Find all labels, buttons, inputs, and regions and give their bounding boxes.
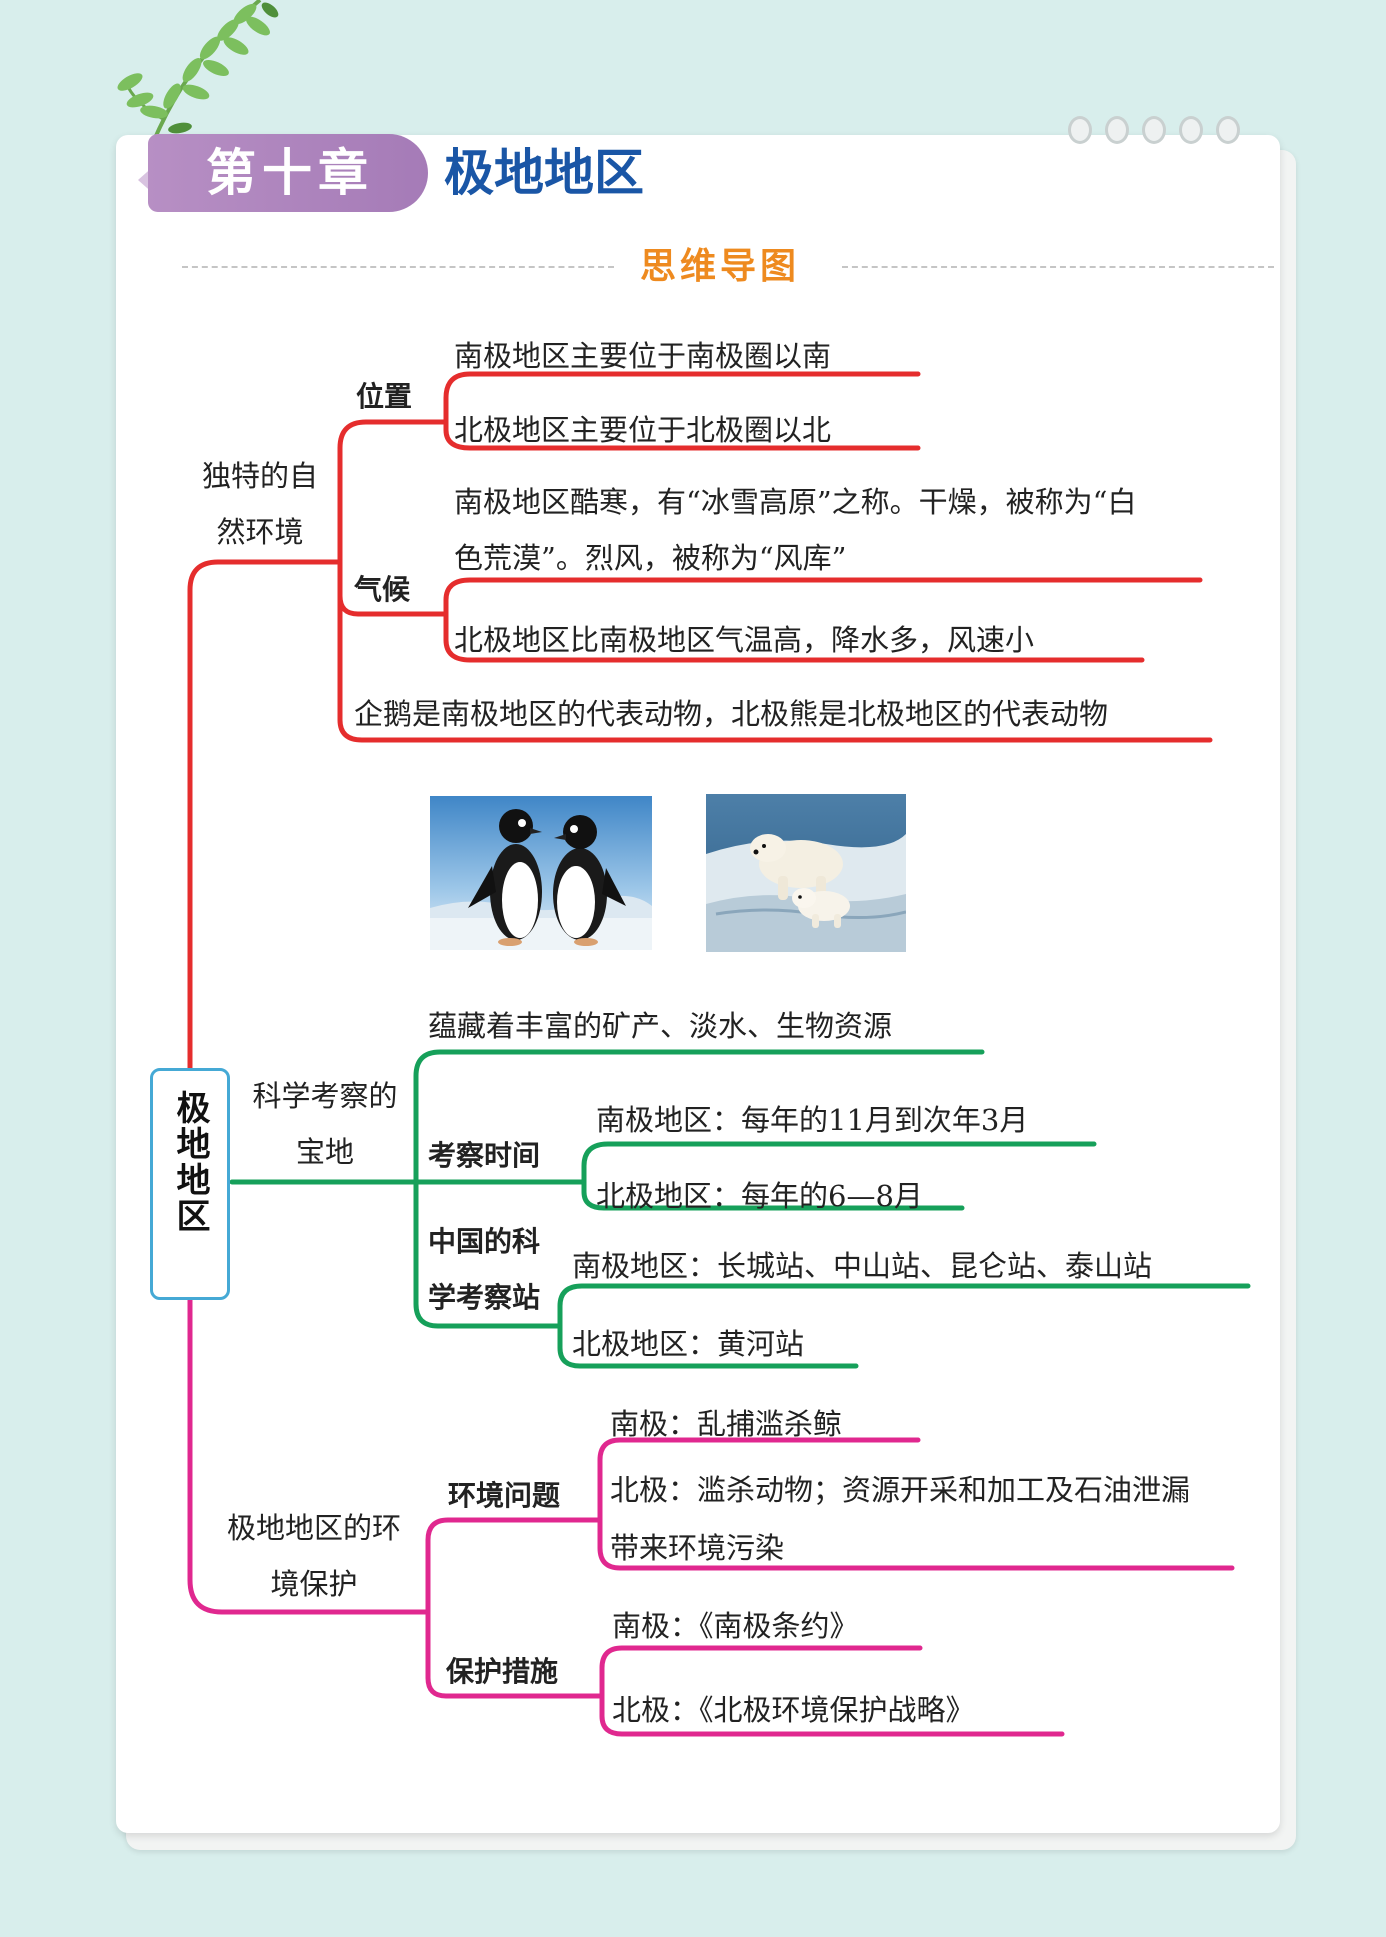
leaf-resources: 蕴藏着丰富的矿产、淡水、生物资源 <box>428 1009 893 1043</box>
binder-ring <box>1216 116 1240 144</box>
connector-science-research <box>229 1049 1251 1369</box>
leaf-location-south: 南极地区主要位于南极圈以南 <box>454 339 832 373</box>
chapter-title: 极地地区 <box>444 144 644 202</box>
leaf-survey-time-north: 北极地区：每年的6—8月 <box>596 1179 923 1213</box>
binder-ring <box>1105 116 1129 144</box>
leaf-climate-south-line1: 南极地区酷寒，有“冰雪高原”之称。干燥，被称为“白 <box>454 485 1137 519</box>
branch-natural-environment: 独特的自然环境 <box>201 459 318 549</box>
leaf-survey-time-south: 南极地区：每年的11月到次年3月 <box>596 1103 1029 1137</box>
sub-stations: 中国的科学考察站 <box>428 1225 541 1314</box>
leaf-problems-north-line1: 北极：滥杀动物；资源开采和加工及石油泄漏 <box>610 1473 1191 1507</box>
notebook-page <box>116 135 1280 1833</box>
connector-environment-protection <box>187 1297 1235 1737</box>
root-node <box>150 1068 230 1300</box>
connector-natural-environment <box>187 371 1213 1071</box>
leaf-stations-north: 北极地区：黄河站 <box>572 1327 805 1361</box>
divider-left <box>182 266 614 268</box>
sub-measures: 保护措施 <box>446 1655 559 1688</box>
branch-science-research: 科学考察的宝地 <box>252 1079 398 1169</box>
binder-ring <box>1179 116 1203 144</box>
section-title: 思维导图 <box>640 246 801 287</box>
leaf-location-north: 北极地区主要位于北极圈以北 <box>454 413 832 447</box>
leaf-decoration-icon <box>117 0 279 150</box>
branch-environment-protection: 极地地区的环境保护 <box>226 1511 401 1601</box>
leaf-stations-south: 南极地区：长城站、中山站、昆仑站、泰山站 <box>572 1249 1153 1283</box>
penguin-photo <box>430 796 652 950</box>
chapter-tab <box>148 134 428 212</box>
divider-right <box>842 266 1274 268</box>
polar-bear-photo <box>706 794 906 952</box>
leaf-animals: 企鹅是南极地区的代表动物，北极熊是北极地区的代表动物 <box>354 697 1109 731</box>
sub-location: 位置 <box>356 380 413 413</box>
binder-ring <box>1142 116 1166 144</box>
binder-ring <box>1068 116 1092 144</box>
sub-problems: 环境问题 <box>448 1479 561 1512</box>
leaf-problems-north-line2: 带来环境污染 <box>610 1531 785 1565</box>
chapter-number: 第十章 <box>206 144 374 202</box>
leaf-climate-south-line2: 色荒漠”。烈风，被称为“风库” <box>454 541 847 575</box>
leaf-measures-north: 北极：《北极环境保护战略》 <box>612 1693 975 1727</box>
leaf-problems-south: 南极：乱捕滥杀鲸 <box>610 1407 843 1441</box>
sub-climate: 气候 <box>354 573 411 606</box>
root-label: 极地地区 <box>170 1090 210 1234</box>
sub-survey-time: 考察时间 <box>428 1139 541 1172</box>
leaf-climate-north: 北极地区比南极地区气温高，降水多，风速小 <box>454 623 1035 657</box>
leaf-measures-south: 南极：《南极条约》 <box>612 1609 859 1643</box>
